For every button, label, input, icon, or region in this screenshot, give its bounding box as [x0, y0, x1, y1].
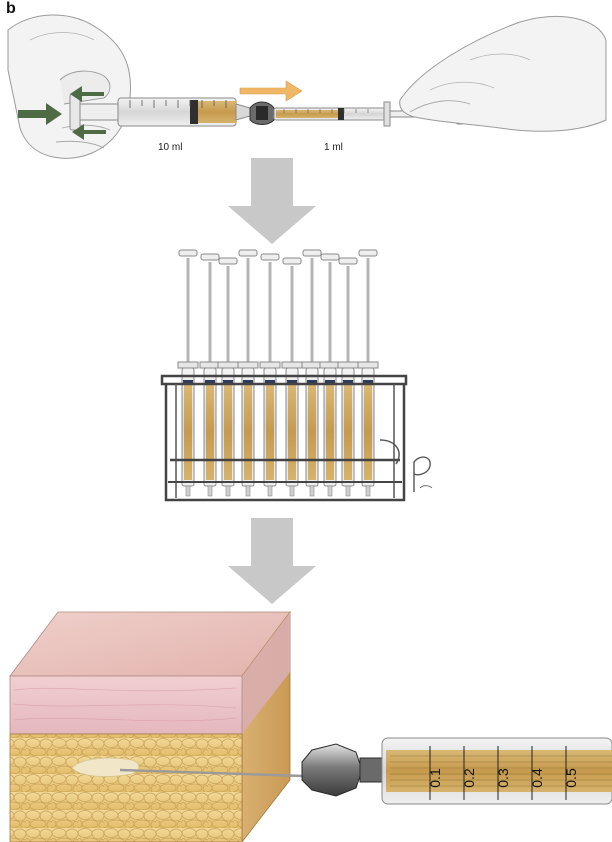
rack-syringe — [301, 249, 323, 497]
barrel-scale: 0.1 0.2 0.3 0.4 0.5 — [427, 746, 579, 800]
rack-syringe — [259, 253, 281, 497]
transfer-arrow-icon — [239, 80, 303, 102]
luer-connector — [249, 101, 275, 125]
down-arrow-icon — [228, 518, 316, 604]
rack-syringe — [217, 257, 239, 497]
rack-syringe — [237, 249, 259, 497]
rack-syringe — [337, 257, 359, 497]
scale-label: 0.2 — [461, 768, 477, 788]
skin-surface — [9, 611, 291, 677]
syringe-10ml — [69, 93, 251, 131]
left-gloved-hand — [7, 14, 131, 159]
rack-syringe — [281, 257, 303, 497]
arrow-left-icon — [70, 86, 104, 102]
cannula — [119, 768, 305, 778]
scale-label: 0.1 — [427, 768, 443, 788]
rack-syringe — [319, 253, 341, 497]
scale-label: 0.3 — [495, 768, 511, 788]
scale-label: 0.5 — [563, 768, 579, 788]
down-arrow-icon — [228, 158, 316, 244]
rack-frame — [160, 374, 408, 502]
arrow-left-icon — [72, 124, 106, 140]
scale-label: 0.4 — [529, 768, 545, 788]
syringe-rack — [160, 249, 408, 502]
fat-graft-deposit — [71, 757, 140, 777]
rack-syringe — [357, 249, 379, 497]
syringe-1ml-label: 1 ml — [324, 142, 343, 153]
push-arrows — [18, 86, 106, 140]
artist-signature — [413, 456, 433, 492]
arrow-right-icon — [18, 103, 62, 125]
fat-layer — [9, 733, 243, 842]
injection-syringe: 0.1 0.2 0.3 0.4 0.5 — [301, 737, 612, 805]
syringe-10ml-label: 10 ml — [158, 142, 183, 153]
right-gloved-hand — [399, 16, 607, 132]
tissue-block — [9, 610, 305, 842]
rack-syringe — [199, 253, 221, 497]
transfer-scene — [7, 14, 607, 159]
rack-syringe — [177, 249, 199, 497]
panel-label: b — [6, 0, 16, 17]
